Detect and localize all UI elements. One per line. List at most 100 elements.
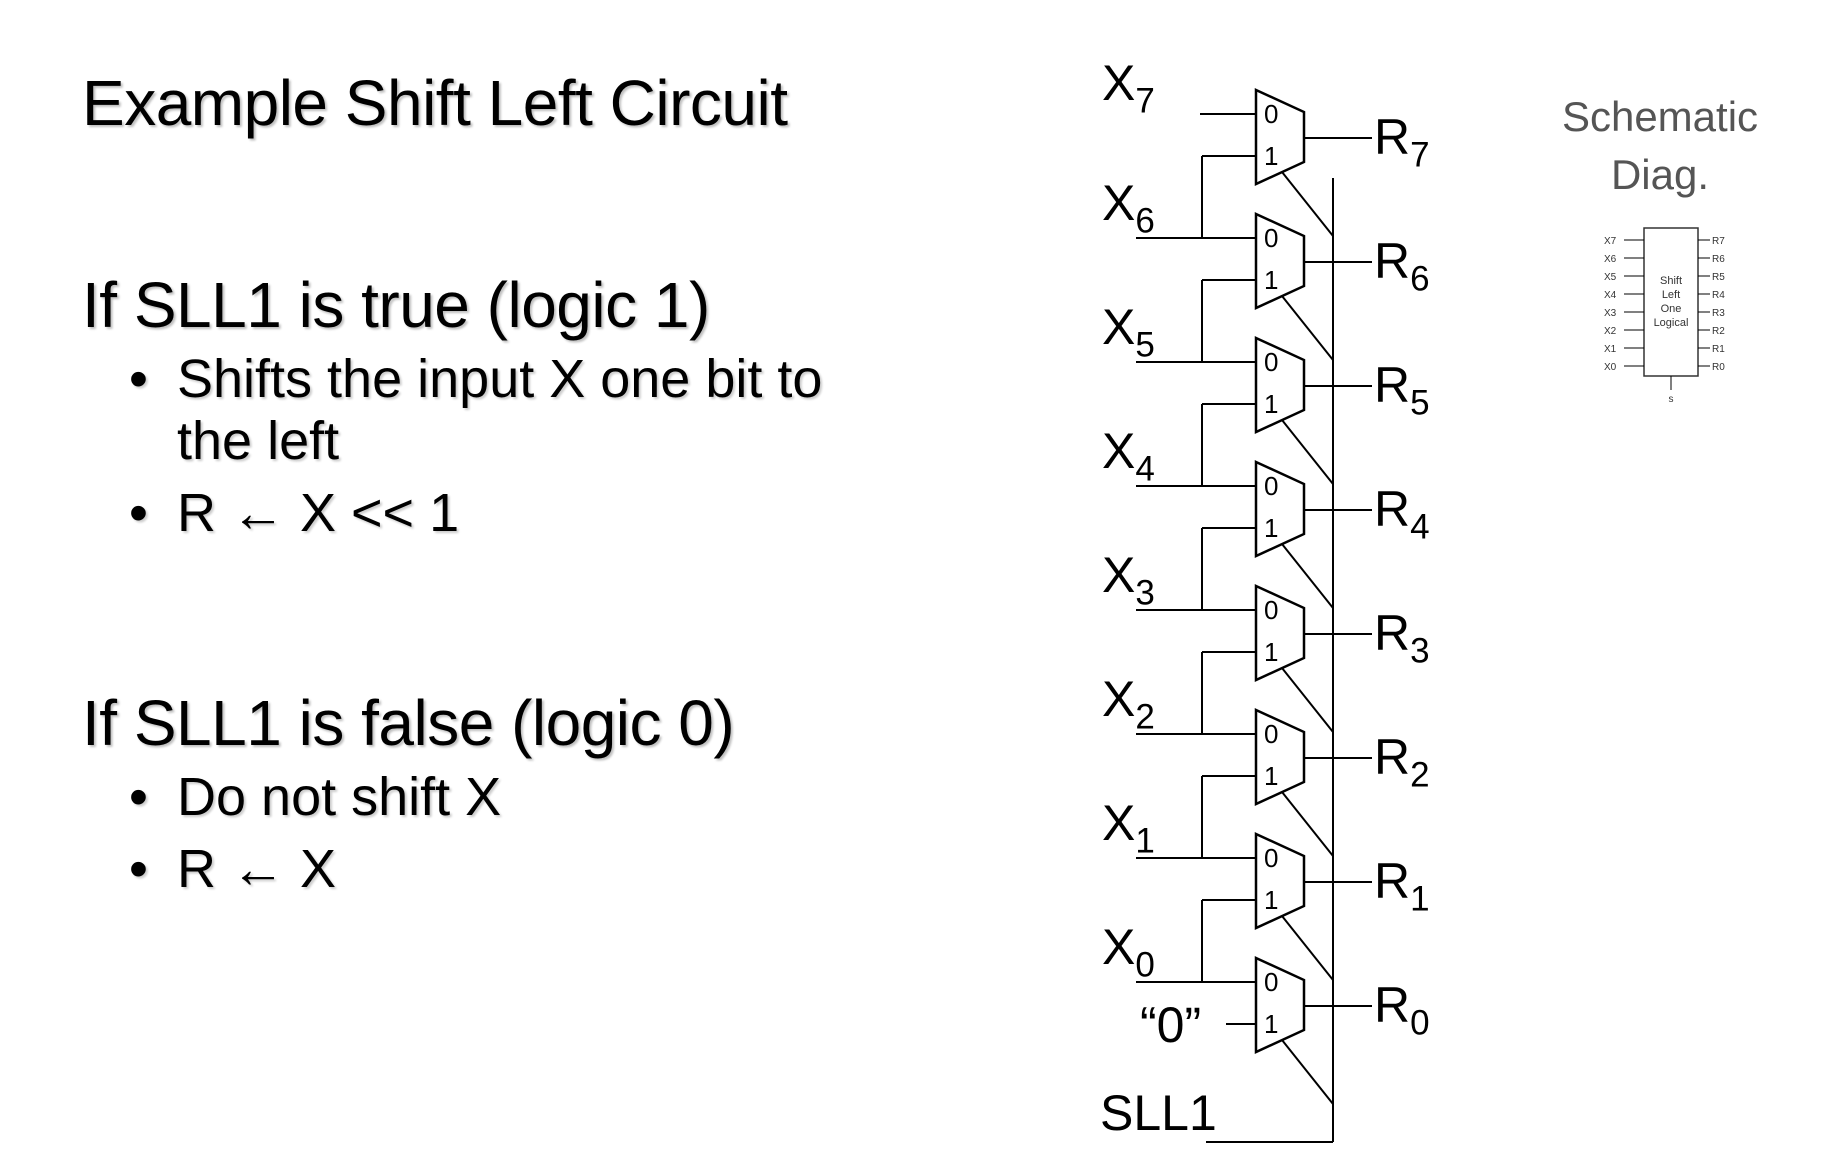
schematic-select-label: s [1669, 394, 1674, 405]
bullet-dot: • [129, 767, 148, 827]
select-wire [1281, 295, 1334, 361]
mux-2to1 [1254, 460, 1306, 558]
mux-input-1-label: 1 [1264, 141, 1278, 171]
schematic-input-label: X0 [1604, 362, 1617, 373]
mux-stage: 0 1 R4 X4 [1102, 403, 1430, 609]
bullet-text: Do not shift X [177, 767, 502, 827]
input-label: X0 [1102, 919, 1155, 985]
select-wire [1281, 1039, 1334, 1105]
schematic-output-label: R7 [1712, 236, 1725, 247]
schematic-input-label: X4 [1604, 290, 1617, 301]
false-case-heading: If SLL1 is false (logic 0) [82, 687, 735, 759]
mux-stage: 0 1 R0 X0 [1102, 899, 1430, 1105]
select-wire [1281, 171, 1334, 237]
output-label: R7 [1374, 109, 1430, 175]
bullet-item: • Do not shift X [129, 766, 734, 828]
input-label: X2 [1102, 671, 1155, 737]
schematic-output-label: R2 [1712, 326, 1725, 337]
select-wire [1281, 915, 1334, 981]
input-label: X4 [1102, 423, 1155, 489]
select-wire [1281, 419, 1334, 485]
mux-input-1-label: 1 [1264, 637, 1278, 667]
bullet-dot: • [129, 839, 148, 899]
select-wire [1281, 791, 1334, 857]
output-label: R0 [1374, 977, 1430, 1043]
schematic-title: Schematic Diag. [1530, 88, 1790, 204]
bullet-dot: • [129, 349, 148, 409]
mux-input-1-label: 1 [1264, 1009, 1278, 1039]
mux-2to1 [1254, 708, 1306, 806]
mux-2to1 [1254, 956, 1306, 1054]
schematic-block-label: Logical [1654, 317, 1689, 329]
mux-input-1-label: 1 [1264, 761, 1278, 791]
bullet-text: R ← X [177, 839, 337, 899]
schematic-output-label: R0 [1712, 362, 1725, 373]
bullet-item: • Shifts the input X one bit to the left [129, 348, 877, 472]
schematic-block-label: Shift [1660, 275, 1682, 287]
schematic-title-line2: Diag. [1610, 151, 1710, 198]
select-label: SLL1 [1100, 1085, 1217, 1141]
input-label: X3 [1102, 547, 1155, 613]
false-case-bullets: • Do not shift X • R ← X [82, 766, 734, 900]
schematic-output-label: R3 [1712, 308, 1725, 319]
mux-2to1 [1254, 336, 1306, 434]
input-label: X7 [1102, 55, 1155, 121]
mux-stage: 0 1 R5 X5 [1102, 279, 1430, 485]
mux-stage: 0 1 R6 X6 [1102, 155, 1430, 361]
bullet-text: Shifts the input X one bit to the left [177, 349, 823, 471]
select-wire [1281, 543, 1334, 609]
schematic-input-label: X3 [1604, 308, 1617, 319]
schematic-output-label: R5 [1712, 272, 1725, 283]
schematic-input-label: X2 [1604, 326, 1617, 337]
mux-2to1 [1254, 88, 1306, 186]
output-label: R5 [1374, 357, 1430, 423]
schematic-input-label: X5 [1604, 272, 1617, 283]
schematic-output-label: R6 [1712, 254, 1725, 265]
schematic-input-label: X6 [1604, 254, 1617, 265]
mux-input-0-label: 0 [1264, 223, 1278, 253]
mux-stage: 0 1 R1 X1 [1102, 775, 1430, 981]
input-label: X1 [1102, 795, 1155, 861]
mux-stage: 0 1 R3 X3 [1102, 527, 1430, 733]
mux-2to1 [1254, 832, 1306, 930]
mux-input-0-label: 0 [1264, 843, 1278, 873]
mux-input-1-label: 1 [1264, 513, 1278, 543]
mux-input-1-label: 1 [1264, 885, 1278, 915]
schematic-block-label: Left [1662, 289, 1680, 301]
select-wire [1281, 667, 1334, 733]
mux-input-0-label: 0 [1264, 471, 1278, 501]
mux-input-0-label: 0 [1264, 347, 1278, 377]
output-label: R3 [1374, 605, 1430, 671]
true-case-section: If SLL1 is true (logic 1) • Shifts the i… [82, 268, 877, 554]
input-label: X5 [1102, 299, 1155, 365]
output-label: R4 [1374, 481, 1430, 547]
false-case-section: If SLL1 is false (logic 0) • Do not shif… [82, 686, 735, 910]
true-case-heading: If SLL1 is true (logic 1) [82, 269, 710, 341]
mux-input-0-label: 0 [1264, 595, 1278, 625]
mux-2to1 [1254, 584, 1306, 682]
schematic-output-label: R1 [1712, 344, 1725, 355]
mux-input-0-label: 0 [1264, 99, 1278, 129]
schematic-block-label: One [1661, 303, 1682, 315]
input-label: X6 [1102, 175, 1155, 241]
schematic-title-line1: Schematic [1561, 93, 1759, 140]
output-label: R2 [1374, 729, 1430, 795]
bullet-item: • R ← X [129, 838, 734, 900]
true-case-bullets: • Shifts the input X one bit to the left… [82, 348, 877, 544]
output-label: R1 [1374, 853, 1430, 919]
output-label: R6 [1374, 233, 1430, 299]
bullet-item: • R ← X << 1 [129, 482, 877, 544]
schematic-block [1643, 227, 1699, 377]
mux-input-0-label: 0 [1264, 967, 1278, 997]
mux-stage: 0 1 R2 X2 [1102, 651, 1430, 857]
bullet-dot: • [129, 483, 148, 543]
mux-input-1-label: 1 [1264, 265, 1278, 295]
slide-title: Example Shift Left Circuit [82, 67, 788, 139]
schematic-input-label: X7 [1604, 236, 1617, 247]
mux-input-0-label: 0 [1264, 719, 1278, 749]
mux-input-1-label: 1 [1264, 389, 1278, 419]
bullet-text: R ← X << 1 [177, 483, 460, 543]
zero-input-label: “0” [1140, 997, 1201, 1053]
